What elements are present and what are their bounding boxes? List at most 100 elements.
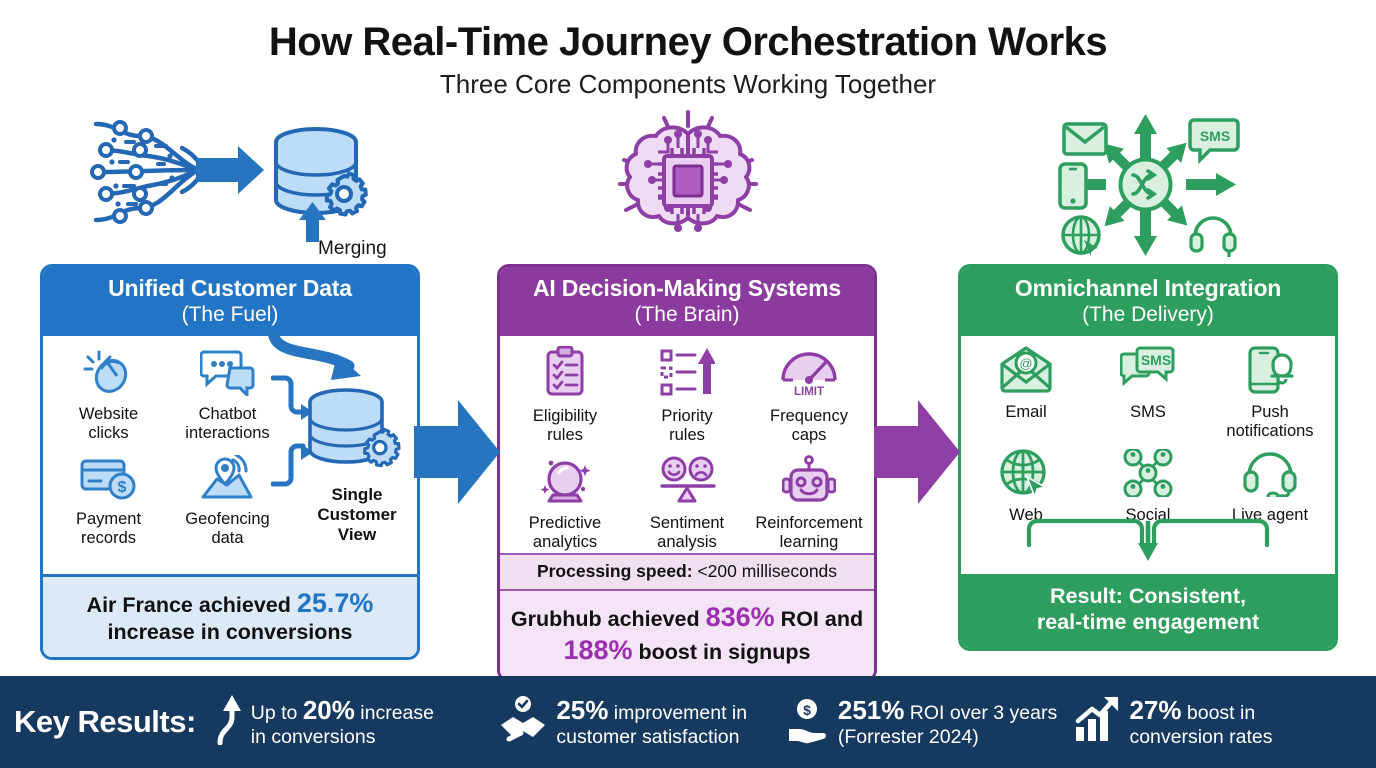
channel-sms[interactable]: SMS SMS — [1087, 346, 1209, 441]
processing-speed-band: Processing speed: <200 milliseconds — [500, 553, 874, 592]
converge-bracket-arrow — [1023, 515, 1273, 568]
sms-bubble-icon: SMS — [1119, 346, 1176, 399]
single-customer-view: Single Customer View — [299, 388, 415, 545]
footer-suffix: boost in signups — [632, 640, 811, 665]
panel-footer-stat: Result: Consistent, real-time engagement — [961, 574, 1335, 648]
processing-speed-label: Processing speed: — [536, 561, 693, 582]
svg-text:$: $ — [803, 702, 811, 718]
clipboard-checklist-icon — [542, 345, 588, 403]
svg-text:$: $ — [117, 479, 126, 496]
channel-label: SMS — [1130, 403, 1166, 422]
gauge-limit-icon: LIMIT — [777, 346, 841, 403]
panel-title: AI Decision-Making Systems — [533, 275, 841, 301]
footer-prefix: Air France achieved — [86, 593, 297, 618]
svg-text:SMS: SMS — [1200, 128, 1230, 144]
footer-line-1: Result: Consistent, — [1050, 584, 1246, 609]
key-result-text: 27% boost in conversion rates — [1129, 695, 1273, 748]
svg-text:@: @ — [1019, 356, 1032, 371]
key-results-title: Key Results: — [14, 704, 196, 739]
merging-label: Merging — [318, 238, 387, 259]
header-block: How Real-Time Journey Orchestration Work… — [0, 20, 1376, 100]
channel-social[interactable]: Social — [1087, 447, 1209, 525]
key-result-roi: $ 251% ROI over 3 years (Forrester 2024) — [787, 695, 1075, 750]
data-streams-to-database-icon — [78, 112, 368, 247]
mouse-click-icon — [83, 348, 135, 401]
panel-footer-stat: Air France achieved 25.7% increase in co… — [43, 574, 417, 658]
footer-stat-value: 25.7% — [296, 588, 374, 619]
footer-mid: ROI and — [774, 607, 864, 632]
single-customer-view-label: Single Customer View — [317, 485, 397, 545]
social-network-icon — [1120, 447, 1176, 502]
crystal-ball-icon — [537, 455, 593, 510]
channel-label: Email — [1005, 403, 1047, 422]
channel-live-agent[interactable]: Live agent — [1209, 449, 1331, 525]
handshake-check-icon — [499, 695, 547, 750]
panel-header: Omnichannel Integration (The Delivery) — [961, 267, 1335, 337]
panel-title: Unified Customer Data — [108, 275, 352, 301]
up-arrow-icon — [212, 694, 242, 750]
gauge-limit-text: LIMIT — [794, 386, 824, 398]
channel-web[interactable]: Web — [965, 449, 1087, 525]
key-result-satisfaction: 25% improvement in customer satisfaction — [499, 695, 787, 750]
growth-chart-icon — [1074, 695, 1120, 748]
ai-brain-chip-icon — [598, 108, 778, 263]
processing-speed-value: <200 milliseconds — [697, 561, 838, 582]
key-result-conversion-rates: 27% boost in conversion rates — [1074, 695, 1362, 749]
panel-subtitle: (The Brain) — [634, 302, 740, 326]
panel-header: AI Decision-Making Systems (The Brain) — [500, 267, 874, 337]
priority-list-arrow-icon — [659, 346, 716, 403]
globe-cursor-icon — [999, 449, 1053, 502]
map-pin-signal-icon — [199, 453, 257, 506]
headset-icon — [1243, 449, 1297, 502]
arrow-fuel-to-brain — [414, 392, 500, 517]
key-result-text: Up to 20% increase in conversions — [250, 695, 434, 748]
phone-bell-icon — [1242, 346, 1298, 399]
key-results-bar: Key Results: Up to 20% increase in conve… — [0, 676, 1376, 768]
panel-ai-decision-making-systems: AI Decision-Making Systems (The Brain) — [497, 264, 877, 683]
incoming-merge-arrow — [265, 324, 395, 403]
omnichannel-hub-icon: SMS — [1040, 112, 1255, 267]
key-result-text: 25% improvement in customer satisfaction — [556, 695, 748, 748]
footer-stat-value-1: 836% — [705, 602, 775, 633]
channel-label: Web — [1009, 505, 1043, 524]
chat-bubbles-icon — [199, 348, 256, 401]
database-gear-icon — [302, 388, 412, 484]
channel-email[interactable]: @ Email — [965, 346, 1087, 441]
merge-connector-arrows — [270, 372, 313, 497]
credit-card-dollar-icon: $ — [80, 455, 138, 506]
svg-text:SMS: SMS — [1141, 352, 1171, 368]
panel-subtitle: (The Delivery) — [1082, 302, 1214, 326]
robot-icon — [781, 454, 837, 510]
panel-footer-stat: Grubhub achieved 836% ROI and 188% boost… — [500, 591, 874, 680]
email-envelope-at-icon: @ — [998, 346, 1054, 399]
channel-label: Social — [1125, 505, 1171, 524]
panel-header: Unified Customer Data (The Fuel) — [43, 267, 417, 337]
footer-stat-value-2: 188% — [563, 635, 633, 666]
page-title: How Real-Time Journey Orchestration Work… — [268, 20, 1108, 64]
key-result-text: 251% ROI over 3 years (Forrester 2024) — [837, 695, 1058, 748]
arrow-brain-to-delivery — [874, 392, 960, 517]
